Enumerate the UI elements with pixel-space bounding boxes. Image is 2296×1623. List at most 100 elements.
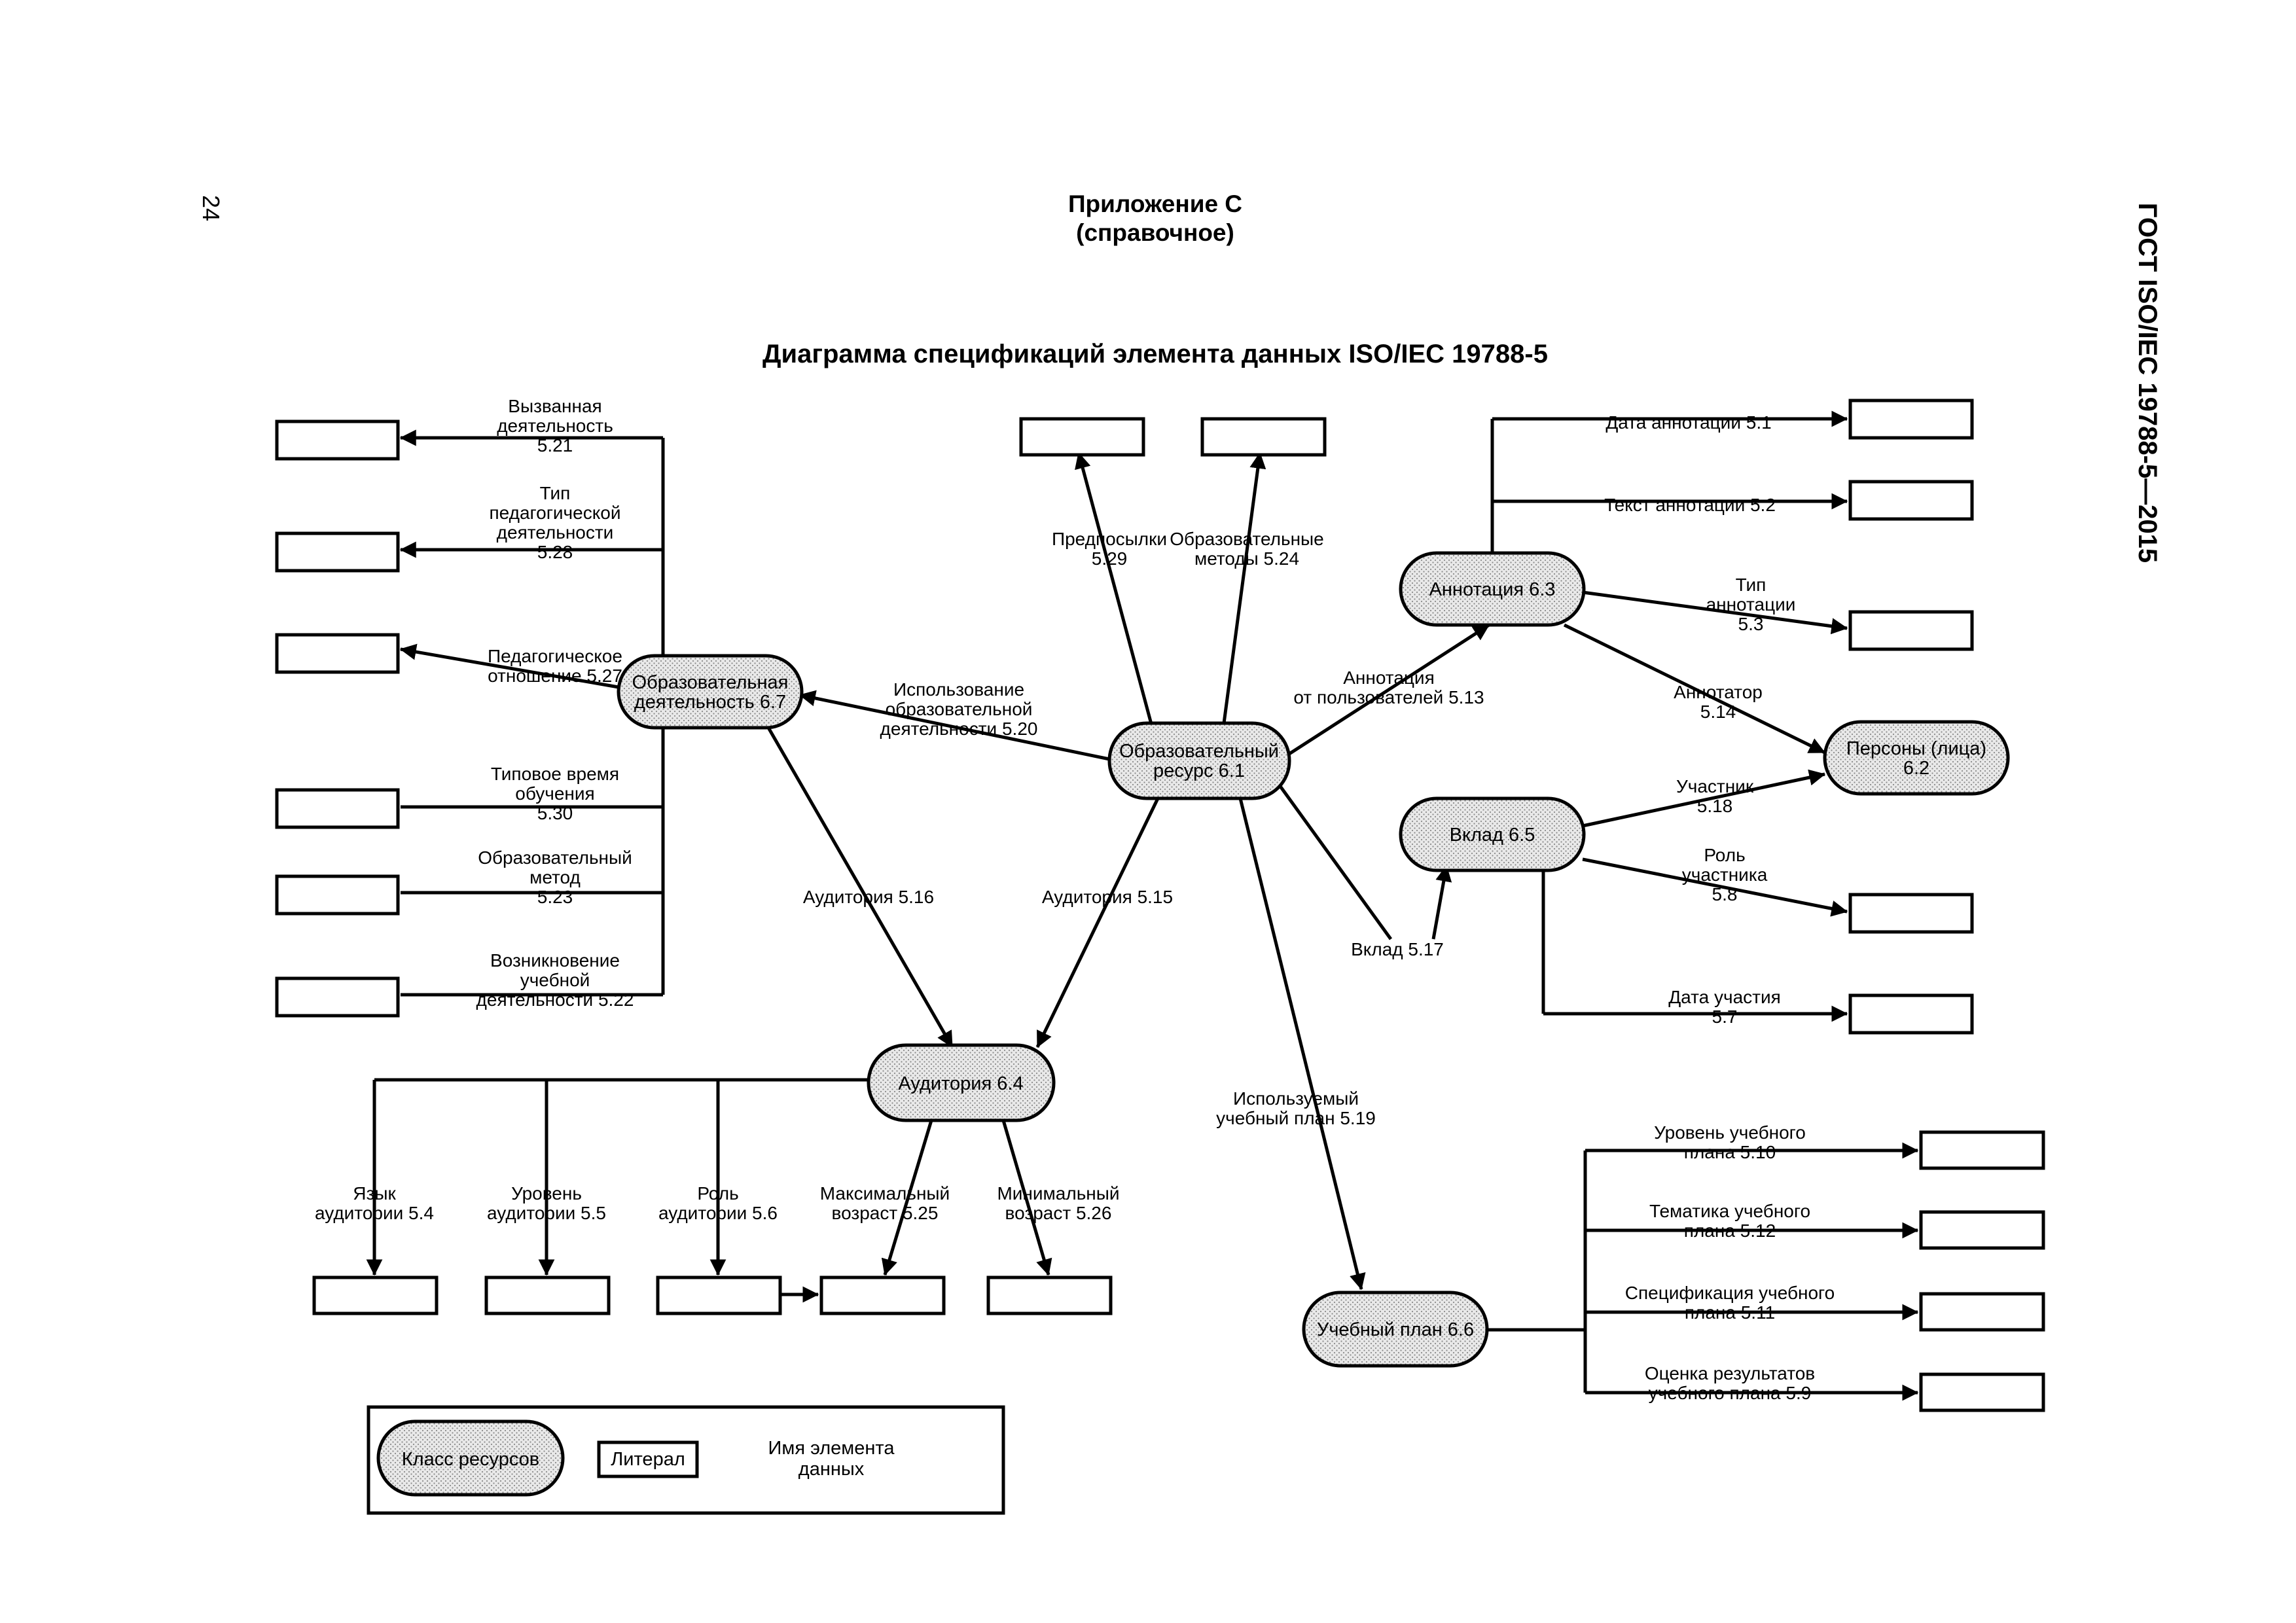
literal-box [484,1275,611,1315]
edge-label-e525: возраст 5.25 [832,1203,939,1223]
legend-literal-label: Литерал [611,1449,685,1470]
legend-literal-box [597,1440,699,1478]
class-node-label-cur66: Учебный план 6.6 [1317,1319,1474,1340]
edge-labels: Вызваннаядеятельность5.21Типпедагогическ… [315,396,1835,1403]
edge-label-e528: педагогической [490,503,621,523]
edge-label-e510: Уровень учебного [1654,1122,1806,1143]
literal-box [1848,610,1974,651]
class-node-label-con65: Вклад 6.5 [1450,825,1535,846]
edge-label-e522: деятельности 5.22 [476,990,634,1010]
class-node-aud64 [867,1043,1056,1122]
class-nodes [617,551,2010,1368]
edge-label-e59: учебного плана 5.9 [1649,1383,1812,1403]
edge-label-e521: деятельность [497,416,613,436]
class-node-act67 [617,654,804,730]
edge-label-e513: Аннотация [1343,668,1434,688]
edge-label-e55: аудитории 5.5 [487,1203,606,1223]
edge-label-e510: плана 5.10 [1684,1142,1776,1162]
edge-label-e54: аудитории 5.4 [315,1203,434,1223]
edge-label-e59: Оценка результатов [1645,1363,1815,1383]
class-node-label-per62: 6.2 [1903,758,1929,779]
edge-label-e518: Участник [1676,776,1754,796]
edge-label-e58: 5.8 [1712,884,1738,904]
edge-label-e53: аннотации [1706,594,1796,615]
literal-box [1848,399,1974,440]
edge-label-e528: Тип [540,483,571,503]
literal-box [275,976,400,1018]
edge-label-e529: 5.29 [1092,548,1128,569]
edge-label-e517: Вклад 5.17 [1351,939,1444,959]
edge-label-e519: учебный план 5.19 [1216,1108,1376,1128]
edge-label-e525: Максимальный [820,1183,950,1204]
edges [366,410,1919,1401]
class-node-label-ann63: Аннотация 6.3 [1429,579,1556,600]
literal-box [275,633,400,674]
edge-label-e52: Текст аннотации 5.2 [1604,495,1776,515]
diagram-title: Диаграмма спецификаций элемента данных I… [762,340,1548,368]
edge-label-e523: Образовательный [478,847,632,868]
edge-label-e526: Минимальный [997,1183,1119,1204]
literal-box [1848,480,1974,521]
edge-label-e520: образовательной [886,699,1033,719]
literal-box [1848,993,1974,1035]
class-node-label-res61: ресурс 6.1 [1153,760,1245,781]
literal-box [1200,417,1327,457]
edge-label-e522: Возникновение [490,950,620,971]
edge-label-e522: учебной [520,970,590,990]
literal-box [275,788,400,829]
edge-label-e511: Спецификация учебного [1625,1283,1835,1303]
edge-label-e58: участника [1682,865,1768,885]
edge-label-e529: Предпосылки [1052,529,1167,549]
edge-label-e515: Аудитория 5.15 [1042,887,1173,907]
edge-label-e527: Педагогическое [488,646,622,666]
edge-label-e514: Аннотатор [1674,682,1763,702]
literal-box [1919,1292,2045,1332]
literal-box [275,874,400,916]
edge-label-e521: Вызванная [508,396,601,416]
edge-label-e516: Аудитория 5.16 [803,887,934,907]
edge-label-e56: аудитории 5.6 [658,1203,778,1223]
edge-label-e57: 5.7 [1712,1007,1738,1027]
literal-box [1919,1130,2045,1170]
edge-label-e57: Дата участия [1668,987,1781,1007]
edge-label-e528: 5.28 [537,542,573,562]
edge-label-e56: Роль [697,1183,738,1204]
edge-label-e530: обучения [515,783,594,804]
literal-box [312,1275,439,1315]
page-number: 24 [198,195,224,221]
edge-label-e53: Тип [1736,575,1767,595]
class-node-ann63 [1399,551,1586,627]
class-node-cur66 [1302,1291,1489,1368]
edge-label-e524: методы 5.24 [1194,548,1299,569]
edge-label-e519: Используемый [1233,1088,1359,1109]
legend-element-name-line1: Имя элемента [768,1438,895,1459]
literal-box [1848,893,1974,934]
edge-label-e527: отношение 5.27 [488,666,622,686]
edge-label-e530: 5.30 [537,803,573,823]
literal-box [275,531,400,573]
edge-label-e54: Язык [353,1183,396,1204]
edge-label-e55: Уровень [511,1183,582,1204]
legend-resource-class-label: Класс ресурсов [402,1449,539,1470]
class-node-label-res61: Образовательный [1119,741,1279,762]
standard-code: ГОСТ ISO/IEC 19788-5—2015 [2133,203,2162,563]
edge-label-e523: метод [529,867,581,887]
appendix-line1: Приложение С [1068,190,1242,217]
class-node-res61 [1107,721,1291,800]
edge-label-e520: Использование [893,679,1024,700]
class-node-label-act67: Образовательная [632,672,789,693]
edge-label-e51: Дата аннотации 5.1 [1605,412,1771,433]
legend: Класс ресурсов Литерал Имя элемента данн… [367,1405,1005,1515]
literal-box [1019,417,1145,457]
edge-label-e523: 5.23 [537,887,573,907]
edge-label-e512: Тематика учебного [1649,1201,1810,1221]
edge-label-e58: Роль [1704,845,1745,865]
legend-element-name-line2: данных [798,1459,865,1480]
appendix-line2: (справочное) [1076,219,1234,246]
literal-box [1919,1372,2045,1412]
legend-class-node [376,1419,565,1497]
edge-label-e513: от пользователей 5.13 [1293,687,1484,707]
class-node-label-act67: деятельность 6.7 [634,692,786,713]
